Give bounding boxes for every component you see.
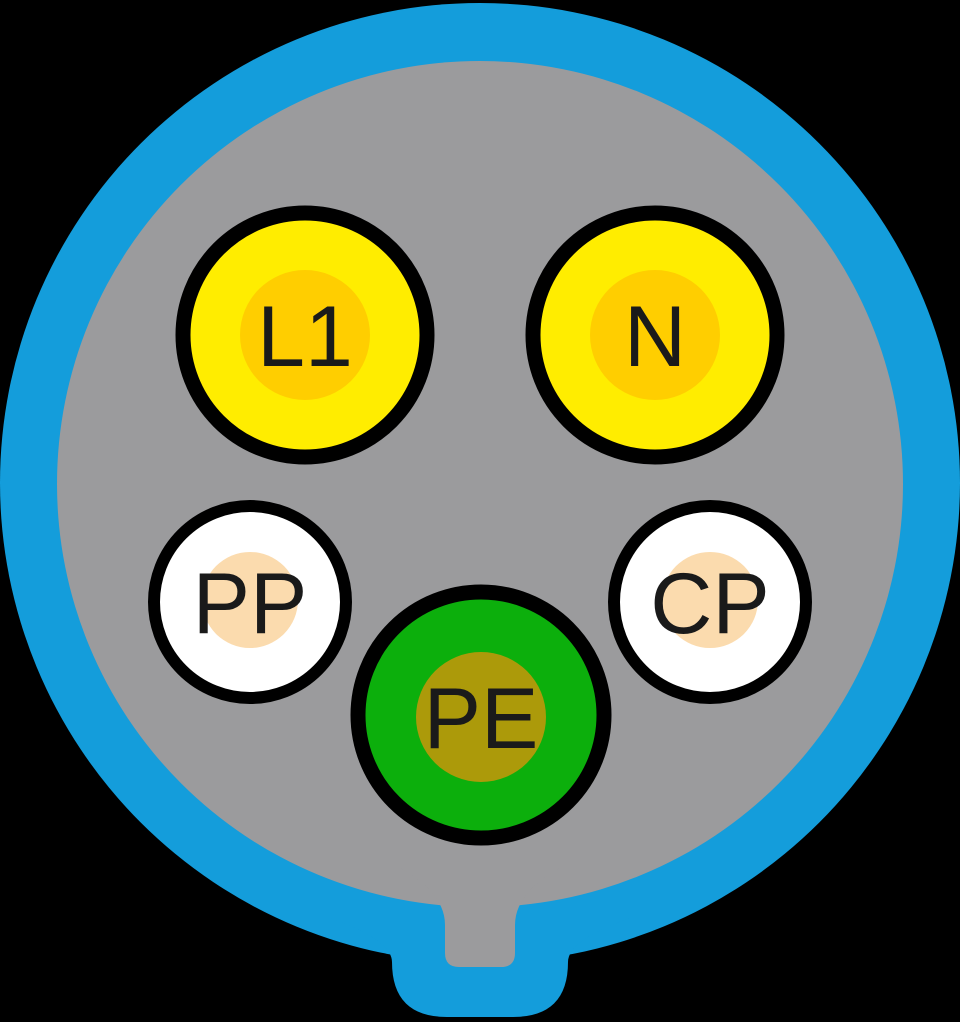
face-key-tab: [400, 818, 560, 967]
pin-pp-core: [202, 552, 298, 648]
pin-pp: PP: [148, 500, 352, 704]
pin-l1: L1: [175, 205, 435, 465]
pin-n: N: [525, 205, 785, 465]
pin-pe-core: [416, 652, 546, 782]
pin-l1-label: L1: [257, 289, 353, 385]
pin-n-core: [590, 270, 720, 400]
pin-pe: PE: [350, 584, 612, 846]
pin-pe-label: PE: [424, 671, 539, 767]
pin-cp-label: CP: [650, 556, 769, 652]
pin-cp-core: [662, 552, 758, 648]
pin-n-label: N: [624, 289, 686, 385]
pin-cp: CP: [608, 500, 812, 704]
pin-pp-label: PP: [193, 556, 308, 652]
pin-l1-core: [240, 270, 370, 400]
